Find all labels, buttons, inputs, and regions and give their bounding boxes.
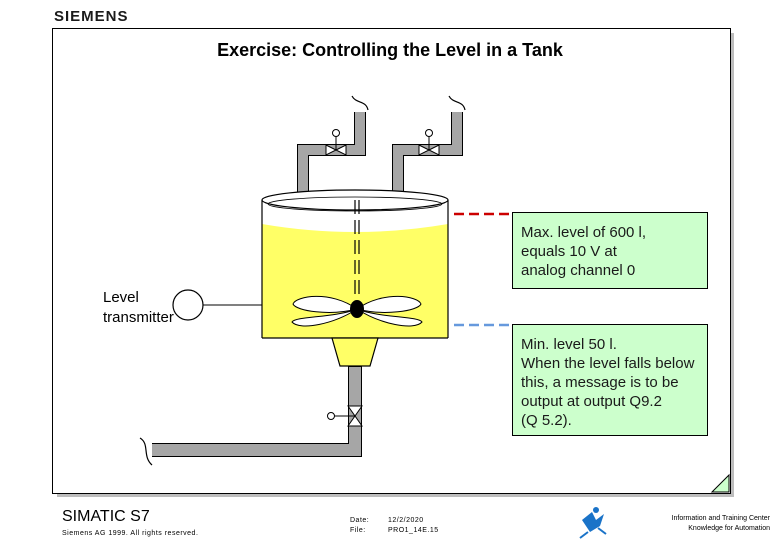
training-center-line2: Knowledge for Automation — [688, 525, 770, 532]
level-transmitter-label: Level transmitter — [103, 288, 174, 328]
file-label: File: — [350, 527, 366, 534]
date-value: 12/2/2020 — [388, 517, 424, 524]
inlet-pipe-right — [392, 95, 466, 193]
max-level-note-line: analog channel 0 — [521, 262, 636, 279]
product-name: SIMATIC S7 — [62, 508, 150, 525]
min-level-note-line: (Q 5.2). — [521, 412, 572, 429]
tank — [261, 189, 449, 367]
training-center-text: Information and Training Center Knowledg… — [672, 514, 770, 534]
outlet-pipe — [139, 366, 362, 466]
level-transmitter-label-line1: Level — [103, 289, 139, 306]
file-value: PRO1_14E.15 — [388, 527, 439, 534]
min-level-note-line: Min. level 50 l. — [521, 336, 617, 353]
slide-title: Exercise: Controlling the Level in a Tan… — [217, 40, 563, 60]
outlet-valve[interactable] — [327, 405, 363, 427]
min-level-note: Min. level 50 l. When the level falls be… — [512, 324, 708, 436]
agitator — [291, 295, 423, 327]
max-level-note: Max. level of 600 l, equals 10 V at anal… — [512, 212, 708, 289]
siemens-logo: SIEMENS — [54, 8, 129, 25]
max-level-note-line: Max. level of 600 l, — [521, 224, 647, 241]
level-transmitter — [172, 289, 262, 321]
inlet-valve-right[interactable] — [418, 129, 440, 156]
min-level-note-line: output at output Q9.2 — [521, 393, 662, 410]
copyright: Siemens AG 1999. All rights reserved. — [62, 530, 199, 537]
training-center-logo-icon — [579, 507, 607, 539]
max-level-note-line: equals 10 V at — [521, 243, 617, 260]
training-center-line1: Information and Training Center — [671, 515, 770, 522]
min-level-note-line: When the level falls below — [521, 355, 695, 372]
level-transmitter-label-line2: transmitter — [103, 309, 174, 326]
date-label: Date: — [350, 517, 370, 524]
tank-funnel — [331, 337, 379, 367]
min-level-note-line: this, a message is to be — [521, 374, 679, 391]
inlet-valve-left[interactable] — [325, 129, 347, 156]
folded-corner — [710, 473, 730, 493]
